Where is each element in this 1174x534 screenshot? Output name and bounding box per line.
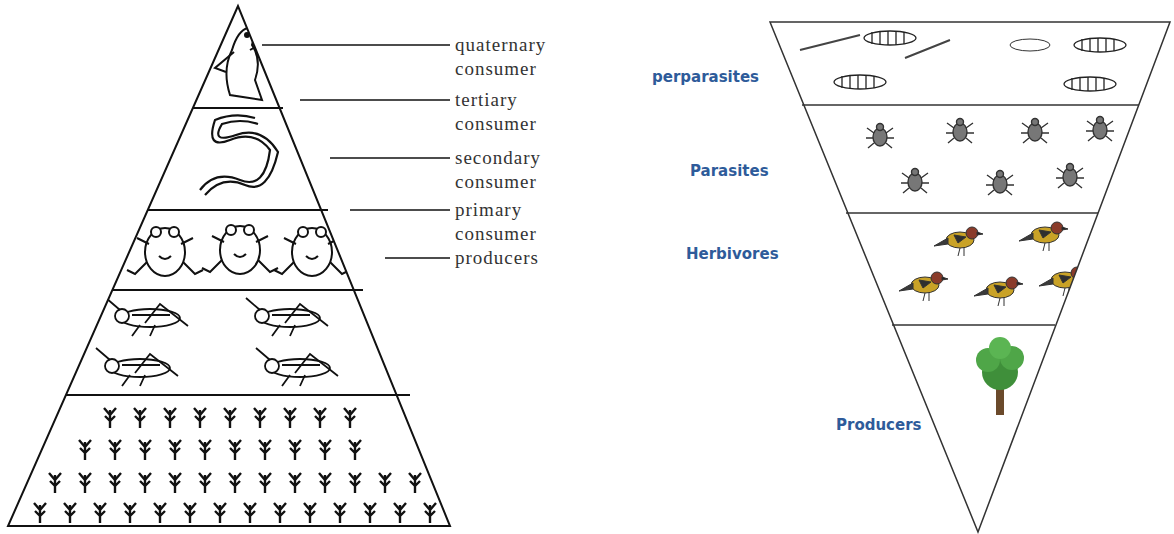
- trophic-level-label: primary consumer: [455, 198, 585, 246]
- trophic-level-label: tertiary consumer: [455, 88, 585, 136]
- level-label: Parasites: [690, 162, 769, 180]
- trophic-level-label: secondary consumer: [455, 146, 585, 194]
- level-label: perparasites: [652, 68, 759, 86]
- level-label: Producers: [836, 416, 922, 434]
- trophic-level-label: quaternary consumer: [455, 33, 585, 81]
- level-label: Herbivores: [686, 245, 779, 263]
- trophic-level-label: producers: [455, 246, 585, 270]
- leader-lines: [262, 45, 450, 258]
